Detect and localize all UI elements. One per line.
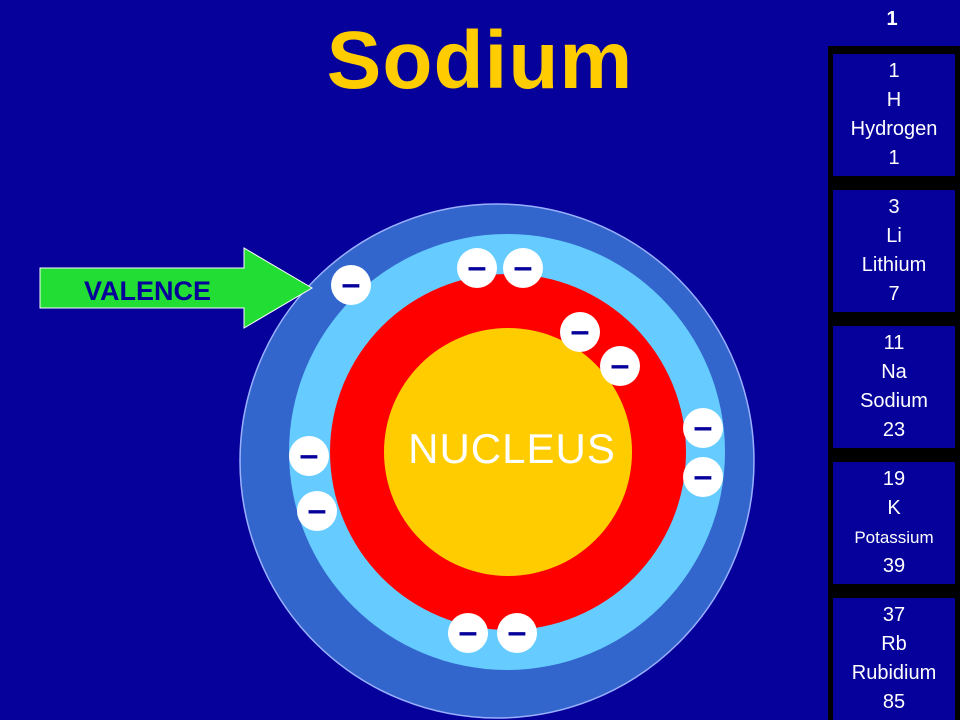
electron: – [448,613,488,653]
electron-sign: – [308,491,327,529]
element-symbol: H [886,89,902,111]
element-cell-lithium: 3 Li Lithium 7 [833,190,955,312]
element-name: Rubidium [851,662,937,684]
electron: – [503,248,543,288]
electron: – [497,613,537,653]
electron: – [331,265,371,305]
nucleus [384,328,632,576]
element-symbol: Na [881,361,907,383]
atomic-number: 19 [882,468,906,490]
electron-sign: – [611,346,630,384]
electron: – [289,436,329,476]
element-cell-potassium: 19 K Potassium 39 [833,462,955,584]
nucleus-label: NUCLEUS [408,425,616,472]
electron-sign: – [459,613,478,651]
electron: – [600,346,640,386]
atomic-mass: 39 [882,555,906,577]
periodic-group-column: 1 H Hydrogen 1 3 Li Lithium 7 11 Na Sodi… [828,46,960,720]
element-symbol: Rb [881,633,907,655]
electron-sign: – [571,312,590,350]
electron: – [297,491,337,531]
element-symbol: K [887,497,901,519]
valence-label: VALENCE [84,276,211,306]
electron-sign: – [508,613,527,651]
atomic-mass: 85 [882,691,906,713]
atomic-mass: 1 [888,147,900,169]
atomic-number: 37 [882,604,906,626]
element-cell-sodium: 11 Na Sodium 23 [833,326,955,448]
page-title: Sodium [326,15,634,106]
element-cell-hydrogen: 1 H Hydrogen 1 [833,54,955,176]
atomic-mass: 7 [888,283,900,305]
electrons: ––––––––––– [289,248,723,653]
valence-arrow [39,247,313,329]
electron-sign: – [468,248,487,286]
electron: – [683,457,723,497]
electron: – [457,248,497,288]
element-name: Lithium [861,254,927,276]
electron: – [683,408,723,448]
electron: – [560,312,600,352]
atomic-number: 11 [883,332,905,354]
electron-sign: – [300,436,319,474]
electron-sign: – [694,408,713,446]
electron-sign: – [694,457,713,495]
electron-sign: – [514,248,533,286]
element-name: Hydrogen [850,118,938,140]
element-cell-rubidium: 37 Rb Rubidium 85 [833,598,955,720]
electron-sign: – [342,265,361,303]
atomic-number: 1 [888,60,900,82]
group-number: 1 [886,8,898,30]
atomic-number: 3 [888,196,900,218]
bohr-model-diagram: NUCLEUS VALENCE ––––––––––– [39,203,755,719]
element-symbol: Li [886,225,902,247]
atomic-mass: 23 [882,419,906,441]
element-name: Sodium [860,390,928,412]
element-name: Potassium [854,528,934,547]
